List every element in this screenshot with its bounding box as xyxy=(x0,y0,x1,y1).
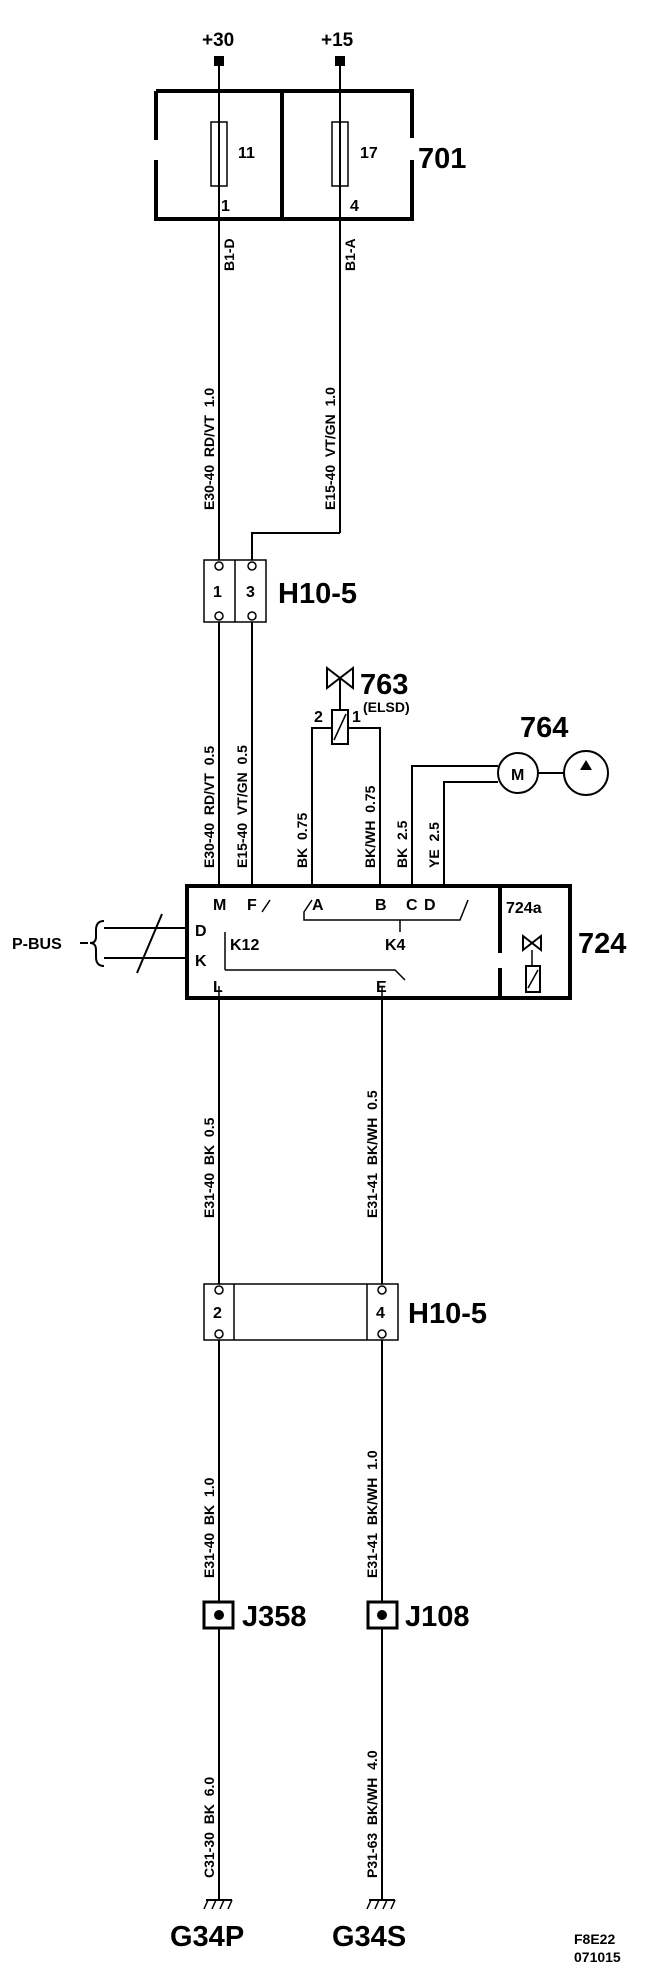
control-unit-id: 724 xyxy=(578,928,626,960)
relay-k12: K12 xyxy=(230,937,259,954)
footer-date: 071015 xyxy=(574,1949,621,1965)
junction-j358 xyxy=(202,1600,235,1630)
pin-d-left: D xyxy=(195,923,207,940)
plus15-label: +15 xyxy=(321,30,354,51)
wire-label-e31-41-1: E31-41 BK/WH 0.5 xyxy=(364,1090,380,1218)
wire-label-bk-075: BK 0.75 xyxy=(294,813,310,868)
valve-id: 763 xyxy=(360,669,408,701)
fuse-17-label: 17 xyxy=(360,145,378,162)
wire-label-e31-40-2: E31-40 BK 1.0 xyxy=(201,1477,217,1578)
term-b1d: B1-D xyxy=(221,238,237,271)
fuse-box-701 xyxy=(154,89,414,221)
junction-j108 xyxy=(366,1600,399,1630)
fuse-box-id: 701 xyxy=(418,143,466,175)
motor-764 xyxy=(497,750,609,796)
wire-motor-ye xyxy=(443,781,498,886)
wire-label-c31-30: C31-30 BK 6.0 xyxy=(201,1777,217,1878)
pin-b: B xyxy=(375,897,387,914)
wire-label-e30-40-1: E30-40 RD/VT 1.0 xyxy=(201,388,217,510)
wire-label-e15-40-2: E15-40 VT/GN 0.5 xyxy=(234,745,250,868)
connector-low-pin-2: 2 xyxy=(213,1305,222,1322)
wire-15-jog xyxy=(251,532,340,560)
valve-763 xyxy=(326,665,354,745)
valve-pin-2: 2 xyxy=(314,709,323,726)
connector-top-id: H10-5 xyxy=(278,578,357,610)
wire-motor-bk xyxy=(411,765,498,886)
footer-code: F8E22 xyxy=(574,1931,615,1947)
wire-label-bk-25: BK 2.5 xyxy=(394,820,410,868)
sub-unit-724a: 724a xyxy=(506,900,542,917)
wire-label-e31-41-2: E31-41 BK/WH 1.0 xyxy=(364,1450,380,1578)
wire-valve-bkwh xyxy=(348,727,381,886)
ground-icon-g34s xyxy=(366,1899,396,1910)
junction-j108-label: J108 xyxy=(405,1601,470,1633)
control-unit-724 xyxy=(185,884,572,1000)
fuse-11-label: 11 xyxy=(238,145,255,162)
fuse-pin-1: 1 xyxy=(221,198,230,215)
plus15-terminal xyxy=(335,56,345,66)
pin-l: L xyxy=(213,979,223,996)
wire-label-e30-40-2: E30-40 RD/VT 0.5 xyxy=(201,746,217,868)
wire-label-bkwh-075: BK/WH 0.75 xyxy=(362,785,378,868)
pump-arrow-icon xyxy=(580,760,592,770)
connector-low-id: H10-5 xyxy=(408,1298,487,1330)
pin-c: C xyxy=(406,897,418,914)
pin-a: A xyxy=(312,897,324,914)
pin-d-top: D xyxy=(424,897,436,914)
connector-h10-5-low xyxy=(203,1283,399,1341)
connector-h10-5-top xyxy=(203,559,267,623)
relay-k4: K4 xyxy=(385,937,406,954)
valve-724a-icon xyxy=(522,933,542,953)
motor-m-label: M xyxy=(511,767,524,784)
wire-label-p31-63: P31-63 BK/WH 4.0 xyxy=(364,1750,380,1878)
valve-pin-1: 1 xyxy=(352,709,361,726)
pump-symbol xyxy=(563,750,609,796)
wire-valve-bk xyxy=(311,727,332,886)
ground-icon-g34p xyxy=(203,1899,233,1910)
plus30-terminal xyxy=(214,56,224,66)
pin-e: E xyxy=(376,979,387,996)
p-bus-label: P-BUS xyxy=(12,936,62,953)
motor-id: 764 xyxy=(520,712,568,744)
p-bus xyxy=(80,913,187,974)
wire-label-ye-25: YE 2.5 xyxy=(426,822,442,868)
valve-sub: (ELSD) xyxy=(363,699,410,715)
wire-label-e15-40-1: E15-40 VT/GN 1.0 xyxy=(322,387,338,510)
ground-g34p-label: G34P xyxy=(170,1921,244,1953)
ground-g34s-label: G34S xyxy=(332,1921,406,1953)
connector-top-pin-1: 1 xyxy=(213,584,222,601)
junction-j358-label: J358 xyxy=(242,1601,307,1633)
connector-top-pin-3: 3 xyxy=(246,584,255,601)
fuse-pin-4: 4 xyxy=(350,198,359,215)
pin-m: M xyxy=(213,897,226,914)
wire-label-e31-40-1: E31-40 BK 0.5 xyxy=(201,1117,217,1218)
connector-low-pin-4: 4 xyxy=(376,1305,385,1322)
plus30-label: +30 xyxy=(202,30,234,51)
term-b1a: B1-A xyxy=(342,238,358,271)
pin-k: K xyxy=(195,953,207,970)
pin-f: F xyxy=(247,897,257,914)
